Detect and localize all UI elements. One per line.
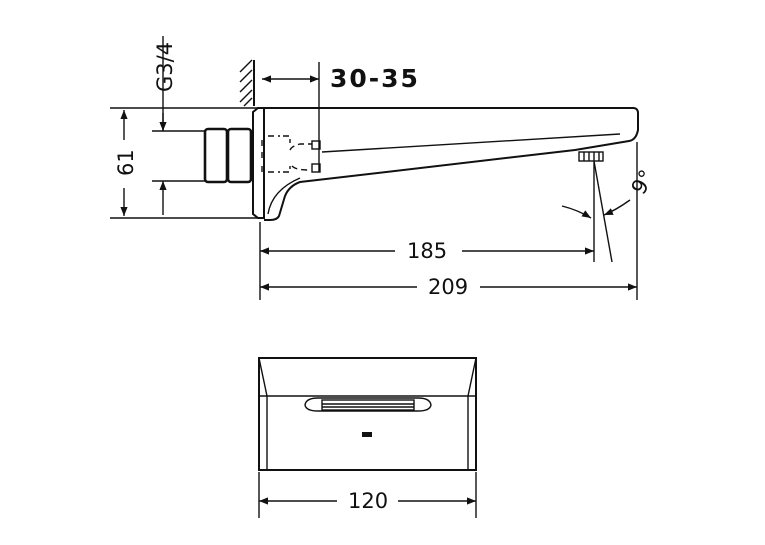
wall-hatch xyxy=(239,59,255,107)
mounting-plate xyxy=(252,107,265,219)
dim-209: 209 xyxy=(260,275,637,299)
spout-inner-edge xyxy=(321,133,621,153)
dim-30-35: 30-35 xyxy=(262,62,420,172)
side-view: 30-35 G3/4 61 9° xyxy=(110,36,659,300)
front-outlet xyxy=(304,397,432,412)
wall-range-label: 30-35 xyxy=(330,64,420,93)
dim-61: 61 xyxy=(110,107,258,219)
angle-label: 9° xyxy=(627,166,660,199)
front-plate xyxy=(258,357,477,471)
dim-g34: G3/4 xyxy=(152,36,205,215)
aerator xyxy=(578,151,604,162)
projection-total-label: 209 xyxy=(428,275,468,299)
height-label: 61 xyxy=(114,149,138,176)
spout-bottom-curve xyxy=(267,177,301,215)
dim-angle: 9° xyxy=(561,160,660,263)
thread-label: G3/4 xyxy=(153,42,177,92)
front-view: 120 xyxy=(258,357,477,518)
dim-120: 120 xyxy=(258,472,477,518)
spout-body xyxy=(264,107,639,221)
connector-block xyxy=(203,127,253,184)
projection-outlet-label: 185 xyxy=(407,239,447,263)
logo-mark xyxy=(362,432,372,437)
internal-pipe-dashed xyxy=(261,135,321,173)
width-label: 120 xyxy=(348,489,388,513)
